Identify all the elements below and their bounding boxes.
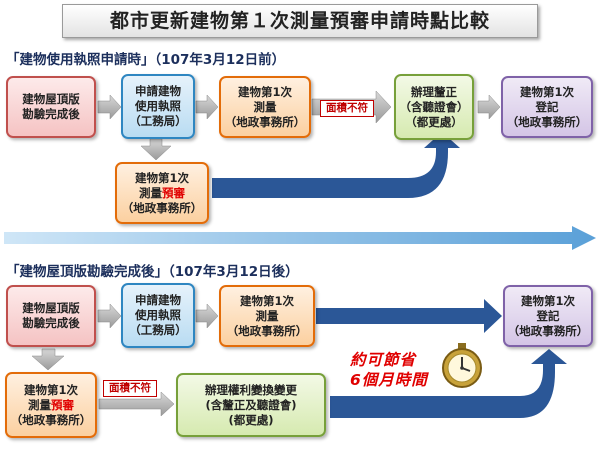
section-heading-after: 「建物屋頂版勘驗完成後」（107年3月12日後） — [6, 264, 299, 280]
box-line: 登記 — [535, 99, 559, 114]
box-line-highlight: 預審 — [51, 397, 74, 412]
box-line: 勘驗完成後 — [22, 316, 80, 330]
saving-line: 6個月時間 — [350, 371, 428, 389]
box-line: 建物第1次 — [519, 84, 574, 99]
after-mismatch-tag: 面積不符 — [103, 380, 157, 397]
box-line: （都更處） — [405, 114, 463, 129]
box-line: 辦理釐正 — [411, 84, 457, 99]
arrow-after-roof-to-presurvey — [31, 348, 65, 371]
box-line: 建物屋頂版 — [22, 301, 80, 315]
after-rights-box: 辦理權利變換變更 (含釐正及聽證會) (都更處) — [176, 373, 326, 437]
page-title: 都市更新建物第１次測量預審申請時點比較 — [62, 4, 538, 38]
box-line: 勘驗完成後 — [22, 107, 80, 121]
section-divider-arrow — [4, 226, 596, 250]
stopwatch-icon — [442, 343, 482, 388]
box-line: （含聽證會） — [399, 99, 469, 114]
box-line: 測量預審 — [139, 186, 185, 201]
before-roof-box: 建物屋頂版 勘驗完成後 — [6, 76, 96, 138]
before-register-box: 建物第1次 登記 （地政事務所） — [501, 76, 593, 138]
box-line: (都更處) — [228, 412, 274, 427]
box-line: 使用執照 — [135, 99, 181, 113]
before-survey-box: 建物第1次 測量 （地政事務所） — [219, 76, 311, 138]
arrow-after-roof-to-license — [97, 303, 122, 329]
arrow-before-license-to-presurvey — [140, 138, 172, 161]
box-line: 測量 — [255, 308, 279, 323]
box-line: 建物第1次 — [134, 170, 189, 185]
arrow-after-survey-to-register — [316, 299, 502, 333]
box-line: （工務局） — [129, 323, 187, 337]
time-saving-callout: 約可節省 6個月時間 — [350, 350, 428, 390]
box-line: （工務局） — [129, 114, 187, 128]
box-line: 辦理權利變換變更 — [205, 382, 297, 397]
saving-line: 約可節省 — [350, 351, 417, 369]
box-line: 建物第1次 — [239, 293, 294, 308]
box-line: （地政事務所） — [121, 200, 203, 215]
arrow-after-license-to-survey — [195, 303, 219, 329]
box-line: 使用執照 — [135, 308, 181, 322]
section-heading-before: 「建物使用執照申請時」（107年3月12日前） — [6, 52, 286, 68]
box-line: 建物屋頂版 — [22, 92, 80, 106]
after-roof-box: 建物屋頂版 勘驗完成後 — [6, 285, 96, 347]
after-register-box: 建物第1次 登記 （地政事務所） — [503, 285, 593, 347]
box-line: 登記 — [536, 308, 560, 323]
arrow-after-presurvey-to-rights — [98, 391, 175, 417]
box-line-part: 測量 — [139, 185, 162, 200]
box-line: （地政事務所） — [226, 323, 308, 338]
box-line: 申請建物 — [135, 84, 181, 98]
arrow-before-adjust-to-register — [477, 94, 501, 120]
arrow-before-license-to-survey — [195, 94, 219, 120]
box-line-highlight: 預審 — [162, 185, 185, 200]
before-presurvey-box: 建物第1次 測量預審 （地政事務所） — [115, 162, 209, 224]
after-license-box: 申請建物 使用執照 （工務局） — [121, 283, 195, 348]
box-line: (含釐正及聽證會) — [205, 397, 297, 412]
box-line-part: 測量 — [28, 397, 51, 412]
box-line: （地政事務所） — [506, 114, 588, 129]
before-adjust-box: 辦理釐正 （含聽證會） （都更處） — [394, 74, 474, 140]
after-survey-box: 建物第1次 測量 （地政事務所） — [219, 285, 315, 347]
box-line: （地政事務所） — [10, 412, 92, 427]
box-line: （地政事務所） — [507, 323, 589, 338]
box-line: 申請建物 — [135, 293, 181, 307]
before-license-box: 申請建物 使用執照 （工務局） — [121, 74, 195, 139]
box-line: （地政事務所） — [224, 114, 306, 129]
box-line: 建物第1次 — [520, 293, 575, 308]
before-mismatch-tag: 面積不符 — [320, 100, 374, 117]
box-line: 建物第1次 — [23, 382, 78, 397]
arrow-before-roof-to-license — [97, 94, 122, 120]
after-presurvey-box: 建物第1次 測量預審 （地政事務所） — [5, 372, 97, 438]
box-line: 測量 — [253, 99, 277, 114]
arrow-after-rights-to-register — [330, 349, 567, 418]
arrow-before-presurvey-to-adjust — [212, 132, 460, 198]
box-line: 測量預審 — [28, 398, 74, 413]
box-line: 建物第1次 — [237, 84, 292, 99]
